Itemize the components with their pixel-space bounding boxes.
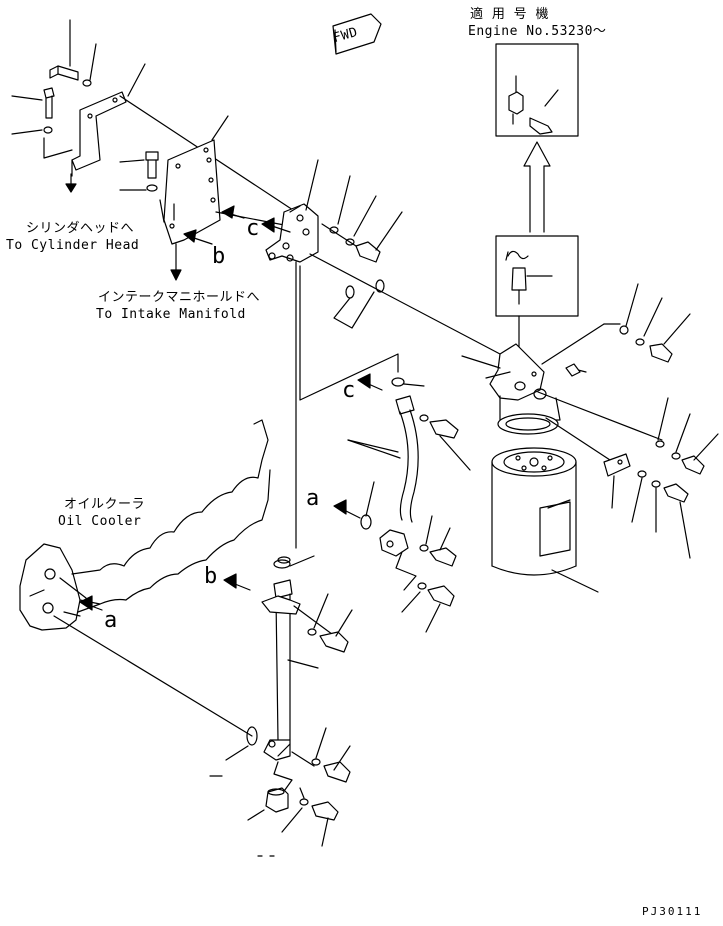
adapter-block <box>266 204 318 262</box>
oil-filter-icon <box>492 448 576 575</box>
filter-bracket <box>486 344 560 434</box>
marker-b-lower: b <box>204 564 218 589</box>
oil-cooler-label-en: Oil Cooler <box>58 514 142 529</box>
drawing-code: PJ30111 <box>642 905 703 918</box>
oil-cooler-icon <box>20 420 270 630</box>
bolt-icon <box>44 66 91 133</box>
bolt-icon <box>330 227 380 262</box>
marker-c-upper: c <box>246 216 260 241</box>
up-arrow-icon <box>524 142 550 232</box>
oil-cooler-label-jp: オイルクーラ <box>64 497 146 512</box>
applicability-engine-number: Engine No.53230～ <box>468 24 607 39</box>
marker-c-lower: c <box>342 378 356 403</box>
bolt-icon <box>566 364 580 376</box>
cylinder-head-label-en: To Cylinder Head <box>6 238 140 253</box>
fwd-arrow-icon <box>333 14 381 54</box>
sensor-box <box>496 236 578 316</box>
marker-a-upper: a <box>306 486 320 511</box>
cap-icon <box>266 788 288 812</box>
cylinder-head-label-jp: シリンダヘッドへ <box>26 221 135 236</box>
hose-upper <box>380 396 418 556</box>
intake-bracket <box>160 140 220 280</box>
marker-b-upper: b <box>212 244 226 269</box>
applicability-title: 適 用 号 機 <box>470 7 549 22</box>
cylinder-head-bracket <box>44 92 126 192</box>
bolt-icon <box>146 152 158 191</box>
marker-a-lower: a <box>104 608 118 633</box>
intake-manifold-label-jp: インテークマニホールドへ <box>98 290 261 305</box>
pipe-lower <box>262 556 314 760</box>
applicability-box <box>496 44 578 136</box>
intake-manifold-label-en: To Intake Manifold <box>96 307 246 322</box>
clip-icon <box>604 454 630 476</box>
